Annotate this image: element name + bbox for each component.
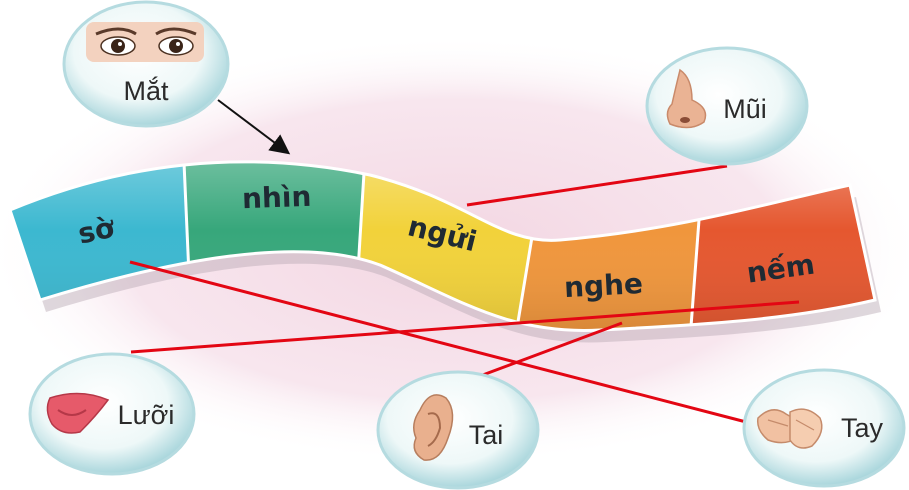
organ-bubble-eye[interactable]: Mắt	[62, 0, 230, 128]
organ-bubble-nose[interactable]: Mũi	[645, 46, 809, 166]
bubble	[376, 370, 540, 490]
hands-icon	[756, 408, 823, 449]
bubble	[742, 368, 906, 488]
eyes-icon	[86, 22, 204, 62]
match-line-luoi-nem	[130, 300, 800, 354]
organ-label-nose: Mũi	[723, 94, 767, 124]
eye-arrow	[217, 99, 291, 155]
match-line-tay-so	[129, 260, 751, 425]
bubble	[62, 0, 230, 128]
organ-label-eye: Mắt	[123, 75, 169, 106]
match-line-tai-nghe	[479, 321, 623, 378]
organ-bubble-ear[interactable]: Tai	[376, 370, 540, 490]
segment-label-nghe: nghe	[563, 267, 644, 304]
organ-label-tongue: Lưỡi	[118, 400, 175, 430]
segment-label-so: sờ	[75, 211, 118, 251]
organ-label-hand: Tay	[841, 413, 884, 443]
tongue-icon	[46, 392, 110, 434]
ear-icon	[413, 394, 454, 461]
bubble	[28, 352, 196, 476]
strip-outline	[8, 160, 877, 332]
organ-label-ear: Tai	[469, 420, 504, 450]
match-line-mui-ngui	[466, 164, 728, 207]
segment-label-nhin: nhìn	[241, 180, 312, 215]
organ-bubble-hand[interactable]: Tay	[742, 368, 906, 488]
nose-icon	[666, 68, 707, 129]
organ-bubble-tongue[interactable]: Lưỡi	[28, 352, 196, 476]
